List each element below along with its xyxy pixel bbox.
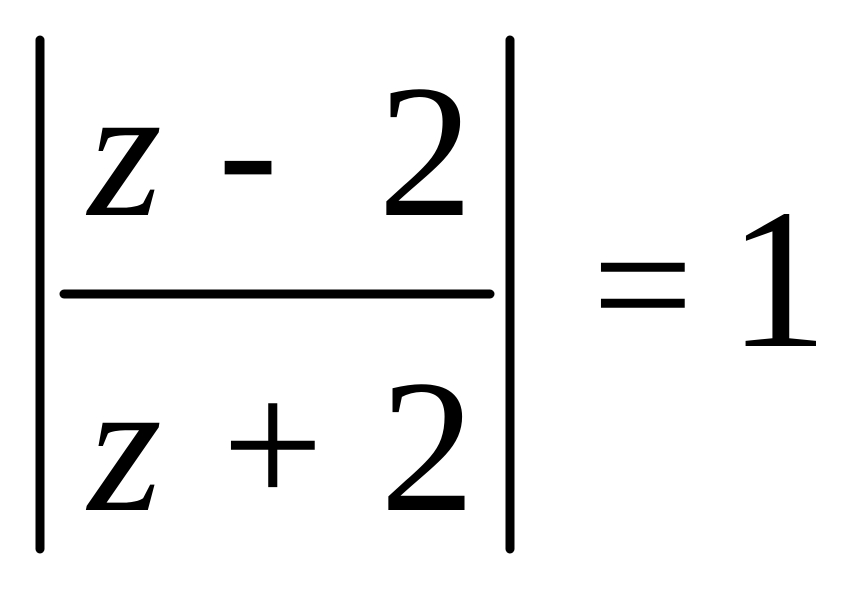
denominator-constant: 2 <box>380 342 475 552</box>
denominator-operator: + <box>222 345 324 544</box>
equals-sign: = <box>592 185 694 384</box>
numerator-operator: - <box>218 50 278 249</box>
denominator-variable: z <box>85 342 162 552</box>
right-hand-side-value: 1 <box>728 169 828 390</box>
numerator-constant: 2 <box>378 47 473 257</box>
numerator-variable: z <box>85 47 162 257</box>
